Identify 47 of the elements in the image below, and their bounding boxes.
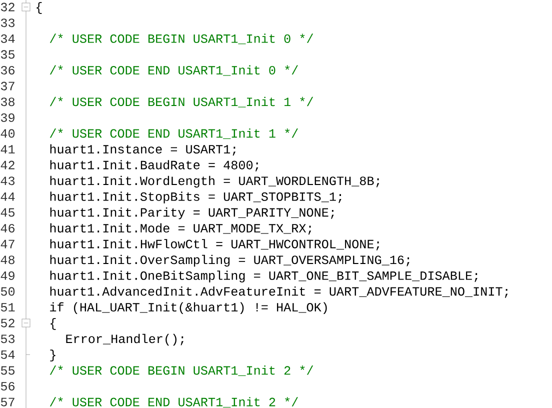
- code-line: huart1.Init.StopBits = UART_STOPBITS_1;: [50, 192, 342, 204]
- code-line: huart1.Init.Mode = UART_MODE_TX_RX;: [50, 223, 312, 235]
- code-line: huart1.Instance = USART1;: [50, 144, 236, 156]
- line-number: 53: [0, 334, 15, 344]
- line-number: 55: [0, 366, 15, 375]
- code-line: {: [36, 2, 42, 14]
- line-number: 48: [0, 256, 14, 264]
- code-line: huart1.Init.OverSampling = UART_OVERSAMPLING_16;: [50, 254, 410, 267]
- code-comment: /* USER CODE END USART1_Init 0 */: [50, 65, 298, 76]
- line-number: 52: [0, 318, 14, 328]
- line-number: 50: [0, 287, 15, 296]
- line-number: 57: [0, 398, 14, 406]
- line-number: 35: [0, 50, 15, 59]
- line-number: 32: [0, 2, 14, 12]
- line-number: 49: [0, 271, 14, 280]
- code-comment: /* USER CODE BEGIN USART1_Init 2 */: [50, 365, 314, 376]
- code-line: if (HAL_UART_Init(&huart1) != HAL_OK): [50, 302, 327, 314]
- line-number: 43: [0, 176, 15, 186]
- line-number: 39: [0, 113, 14, 122]
- line-number: 41: [0, 145, 15, 154]
- line-number: 54: [0, 350, 15, 359]
- line-number: 51: [0, 303, 15, 312]
- line-number: 40: [0, 129, 15, 138]
- code-line: huart1.AdvancedInit.AdvFeatureInit = UART_ADVFEATURE_NO_INIT;: [50, 286, 508, 298]
- code-line: huart1.Init.OneBitSampling = UART_ONE_BIT_SAMPLE_DISABLE;: [50, 270, 478, 282]
- line-number: 44: [0, 192, 15, 201]
- code-line: Error_Handler();: [66, 334, 184, 346]
- line-number: 33: [0, 18, 15, 28]
- line-number: 42: [0, 160, 14, 170]
- line-number: 45: [0, 208, 15, 217]
- code-line: huart1.Init.WordLength = UART_WORDLENGTH_8B;: [50, 176, 380, 188]
- code-comment: /* USER CODE END USART1_Init 2 */: [50, 397, 298, 408]
- code-comment: /* USER CODE END USART1_Init 1 */: [50, 128, 298, 139]
- code-comment: /* USER CODE BEGIN USART1_Init 1 */: [50, 96, 314, 108]
- line-number: 36: [0, 66, 14, 75]
- line-number: 37: [0, 82, 14, 90]
- code-line: huart1.Init.Parity = UART_PARITY_NONE;: [50, 207, 334, 220]
- line-number: 47: [0, 240, 14, 248]
- code-comment: /* USER CODE BEGIN USART1_Init 0 */: [50, 34, 314, 44]
- line-number: 46: [0, 224, 14, 233]
- code-line: huart1.Init.HwFlowCtl = UART_HWCONTROL_NONE;: [50, 239, 380, 250]
- line-number: 56: [0, 382, 14, 391]
- code-line: {: [50, 318, 56, 330]
- code-line: }: [50, 350, 56, 362]
- line-number: 34: [0, 34, 15, 43]
- line-number: 38: [0, 98, 14, 106]
- code-line: huart1.Init.BaudRate = 4800;: [50, 160, 258, 172]
